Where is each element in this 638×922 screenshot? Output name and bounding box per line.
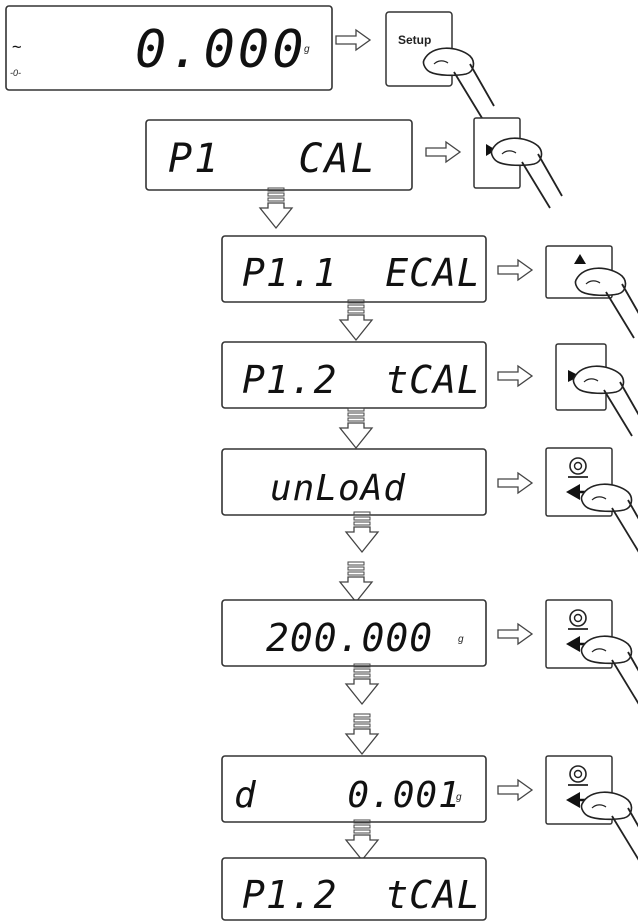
display-p1-cal: P1 CAL [146, 120, 412, 190]
display-readability: d 0.001 g [222, 756, 486, 822]
flow-right-arrow [498, 260, 532, 280]
flow-down-arrow [346, 664, 378, 704]
stable-indicator: ~ [12, 37, 22, 56]
display-value: P1.2 tCAL [242, 873, 481, 917]
display-value: P1 CAL [168, 136, 377, 182]
finger-icon [581, 792, 638, 862]
unit-label: g [456, 792, 462, 803]
flow-down-arrow [340, 408, 372, 448]
display-unload: unLoAd [222, 449, 486, 515]
flow-down-arrow [260, 188, 292, 228]
right-key[interactable] [474, 118, 562, 208]
display-value: unLoAd [270, 468, 406, 509]
flow-down-arrow [346, 714, 378, 754]
unit-label: g [304, 44, 310, 55]
setup-key[interactable]: Setup [386, 12, 494, 118]
enter-key[interactable] [546, 448, 638, 554]
enter-key[interactable] [546, 756, 638, 862]
finger-icon [581, 484, 638, 554]
display-mass: 200.000 g [222, 600, 486, 666]
display-p12-tcal: P1.2 tCAL [222, 342, 486, 408]
zero-indicator: -0- [10, 68, 21, 78]
display-final: P1.2 tCAL [222, 858, 486, 920]
flow-right-arrow [498, 624, 532, 644]
display-value: P1.2 tCAL [242, 358, 481, 402]
flow-right-arrow [498, 473, 532, 493]
flow-down-arrow [346, 820, 378, 860]
flow-down-arrow [340, 300, 372, 340]
finger-icon [575, 268, 638, 338]
setup-key-label: Setup [398, 33, 431, 47]
right-key[interactable] [556, 344, 638, 436]
up-key[interactable] [546, 246, 638, 338]
enter-key[interactable] [546, 600, 638, 706]
unit-label: g [458, 634, 464, 645]
flow-right-arrow [336, 30, 370, 50]
flow-down-arrow [340, 562, 372, 602]
display-value: 0.000 [135, 20, 307, 80]
finger-icon [581, 636, 638, 706]
flow-down-arrow [346, 512, 378, 552]
flow-right-arrow [498, 366, 532, 386]
flow-right-arrow [498, 780, 532, 800]
flow-right-arrow [426, 142, 460, 162]
display-value: d 0.001 [234, 775, 461, 816]
display-value: P1.1 ECAL [242, 251, 481, 295]
display-p11-ecal: P1.1 ECAL [222, 236, 486, 302]
display-value: 200.000 [266, 616, 433, 660]
display-start: ~ -0- 0.000 g [6, 6, 332, 90]
